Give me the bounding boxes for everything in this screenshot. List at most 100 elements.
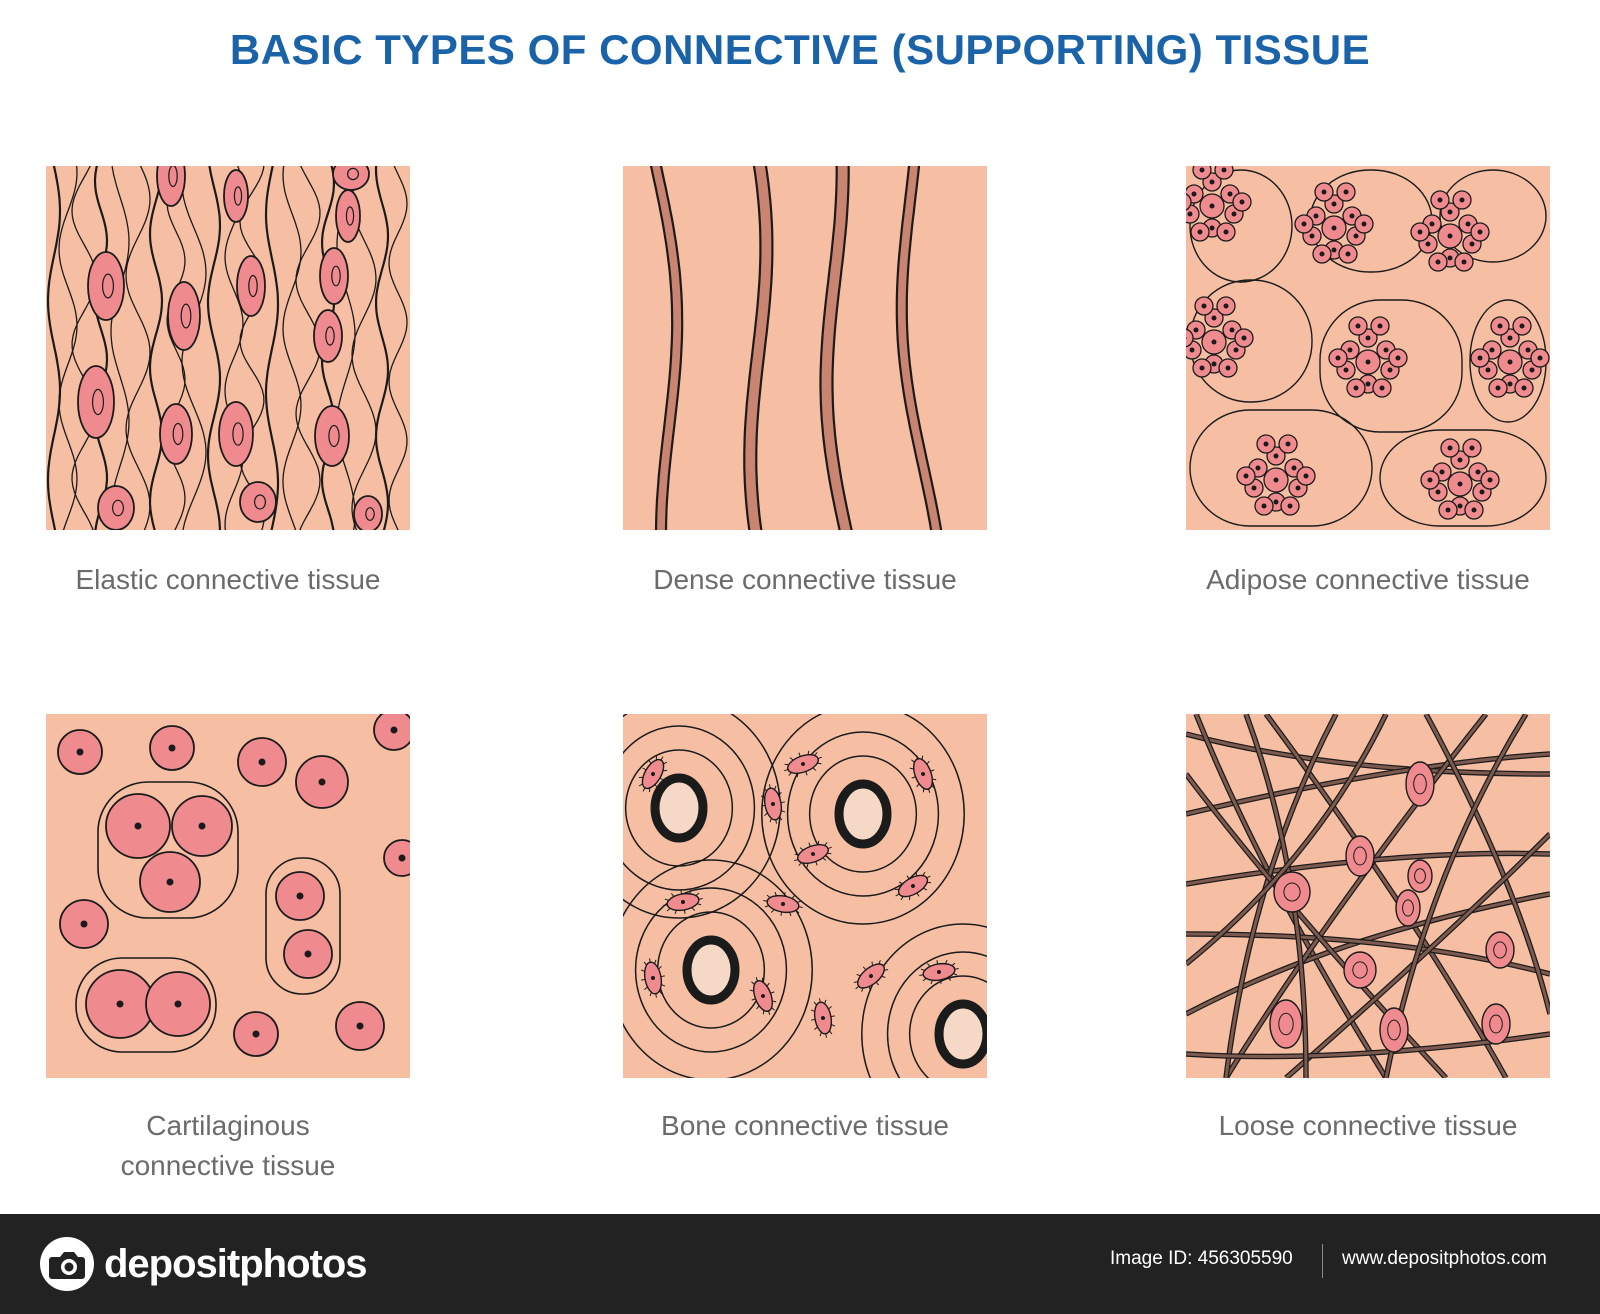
- cell-nucleus: [345, 206, 355, 226]
- brand-logo[interactable]: depositphotos: [38, 1232, 368, 1296]
- elastic-fiber: [166, 166, 186, 530]
- cell-nucleus: [1437, 197, 1443, 203]
- canaliculus: [925, 875, 931, 879]
- canaliculus: [683, 909, 686, 914]
- page-title: BASIC TYPES OF CONNECTIVE (SUPPORTING) T…: [229, 26, 1371, 73]
- canaliculus: [822, 857, 827, 861]
- canaliculus: [812, 767, 817, 771]
- cell-nucleus: [1352, 961, 1368, 979]
- canaliculus: [919, 974, 925, 976]
- canaliculus: [788, 911, 792, 917]
- canaliculus: [794, 909, 800, 914]
- canaliculus: [794, 853, 800, 856]
- cell-nucleus: [1319, 251, 1325, 257]
- canaliculus: [763, 787, 768, 793]
- cell-nucleus: [681, 900, 685, 904]
- fibroblast-cell: [87, 251, 125, 321]
- canaliculus: [906, 875, 910, 880]
- canaliculus: [798, 752, 801, 758]
- cell-nucleus: [781, 902, 785, 906]
- canaliculus: [810, 1009, 816, 1013]
- canaliculus: [855, 985, 860, 990]
- canaliculus: [947, 976, 952, 981]
- cell-nucleus: [233, 186, 243, 206]
- canaliculus: [880, 975, 886, 979]
- canaliculus: [916, 892, 920, 897]
- cell-nucleus: [198, 822, 206, 830]
- cell-nucleus: [1191, 191, 1197, 197]
- elastic-fiber: [58, 166, 78, 530]
- canaliculus: [823, 842, 828, 847]
- canaliculus: [642, 767, 647, 771]
- canaliculus: [657, 965, 662, 970]
- canaliculus: [773, 785, 777, 791]
- canaliculus: [660, 756, 664, 762]
- collagen-fiber: [819, 166, 853, 530]
- cell-nucleus: [1519, 323, 1525, 329]
- canaliculus: [922, 977, 928, 982]
- haversian-canal: [934, 999, 987, 1069]
- canaliculus: [797, 906, 803, 908]
- canaliculus: [780, 809, 786, 813]
- cell-nucleus: [811, 852, 815, 856]
- cell-nucleus: [248, 274, 258, 298]
- elastic-fiber: [93, 166, 109, 530]
- elastic-fiber: [264, 166, 280, 530]
- cell-nucleus: [76, 748, 84, 756]
- canaliculus: [766, 982, 770, 987]
- cell-nucleus: [1331, 225, 1337, 231]
- elastic-fiber: [148, 166, 164, 530]
- cell-nucleus: [101, 273, 114, 299]
- chondrocyte-cell: [383, 839, 410, 877]
- cell-nucleus: [116, 1000, 124, 1008]
- cell-nucleus: [1365, 381, 1371, 387]
- cell-nucleus: [1241, 335, 1247, 341]
- canaliculus: [922, 887, 928, 891]
- cell-nucleus: [1459, 197, 1465, 203]
- image-id: Image ID: 456305590: [1110, 1248, 1293, 1269]
- osteocyte: [640, 958, 666, 998]
- fibroblast-cell: [314, 405, 350, 467]
- canaliculus: [654, 783, 658, 789]
- cell-nucleus: [1201, 303, 1207, 309]
- cell-nucleus: [821, 1016, 825, 1020]
- fibroblast-cell: [1273, 871, 1311, 913]
- canaliculus: [755, 977, 759, 982]
- cell-nucleus: [1251, 485, 1257, 491]
- canaliculus: [815, 860, 818, 866]
- lacuna: [75, 957, 217, 1053]
- canaliculus: [796, 772, 799, 778]
- cell-nucleus: [1465, 221, 1471, 227]
- canaliculus: [922, 871, 926, 877]
- canaliculus: [784, 763, 790, 766]
- cell-nucleus: [1261, 503, 1267, 509]
- osteocyte: [894, 871, 932, 901]
- site-link[interactable]: www.depositphotos.com: [1342, 1248, 1547, 1269]
- fibroblast-cell: [1379, 1007, 1409, 1053]
- canaliculus: [952, 972, 958, 976]
- canaliculus: [794, 858, 799, 862]
- canaliculus: [811, 1018, 816, 1021]
- cell-nucleus: [1209, 179, 1215, 185]
- cell-nucleus: [1221, 167, 1227, 173]
- canaliculus: [760, 795, 766, 799]
- cell-nucleus: [911, 884, 915, 888]
- canaliculus: [674, 909, 678, 915]
- cell-nucleus: [1429, 221, 1435, 227]
- cell-nucleus: [1301, 221, 1307, 227]
- cell-nucleus: [331, 265, 341, 287]
- canaliculus: [761, 804, 766, 807]
- canaliculus: [640, 969, 646, 973]
- canaliculus: [767, 1010, 771, 1015]
- canaliculus: [898, 881, 904, 885]
- canaliculus: [808, 842, 811, 848]
- fibroblast-cell: [1485, 931, 1515, 969]
- fat-cell-membrane: [1189, 409, 1373, 527]
- cell-nucleus: [172, 422, 184, 446]
- cell-nucleus: [254, 494, 267, 510]
- cell-nucleus: [801, 762, 805, 766]
- canaliculus: [664, 898, 670, 902]
- canaliculus: [817, 840, 820, 846]
- cell-nucleus: [1457, 457, 1463, 463]
- canaliculus: [826, 852, 832, 855]
